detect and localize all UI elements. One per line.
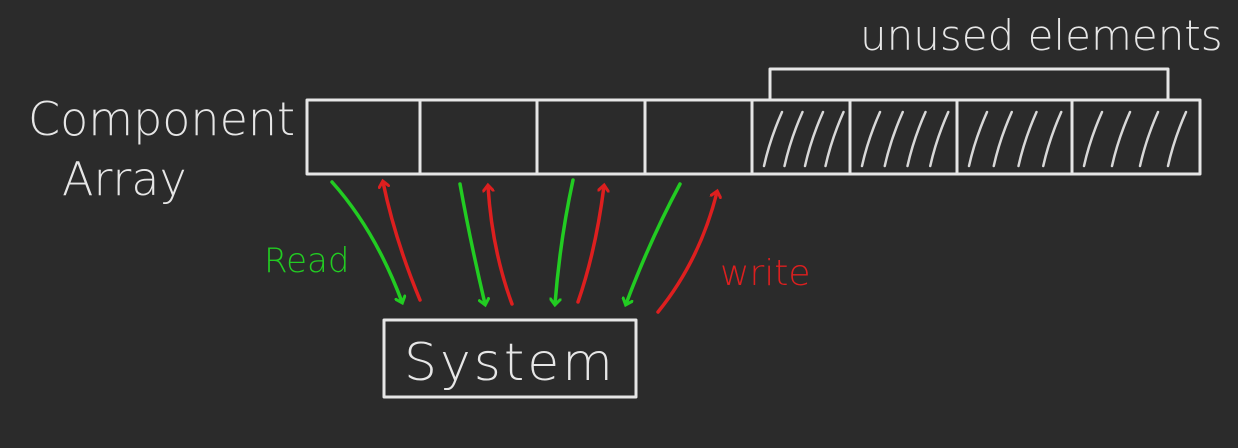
read-arrow-3 xyxy=(555,178,575,304)
hatch-stroke xyxy=(762,110,784,168)
unused-bracket xyxy=(768,67,1170,102)
hatch-stroke xyxy=(906,110,927,168)
write-arrow-3 xyxy=(576,186,604,304)
write-arrow-1 xyxy=(383,182,422,302)
hatch-stroke xyxy=(992,110,1013,168)
write-arrow-2 xyxy=(488,186,514,306)
hatch-stroke xyxy=(1110,110,1132,168)
hatch-stroke xyxy=(783,110,804,168)
system-box xyxy=(382,318,638,399)
hatch-stroke xyxy=(824,110,845,168)
hatch-stroke xyxy=(1017,110,1038,168)
hatch-stroke xyxy=(860,110,882,168)
hatch-stroke xyxy=(967,110,989,168)
read-arrow-4 xyxy=(626,182,682,304)
hatch-stroke xyxy=(929,110,950,168)
write-label: write xyxy=(720,253,811,294)
cell-dividers xyxy=(418,98,1074,176)
hatch-stroke xyxy=(1138,110,1160,168)
hatch-stroke xyxy=(1166,110,1188,168)
read-arrow-2 xyxy=(458,182,485,304)
write-arrow-4 xyxy=(656,192,717,314)
read-arrow-1 xyxy=(330,180,402,302)
system-label: System xyxy=(404,333,616,393)
read-label: Read xyxy=(264,241,349,281)
hatch-stroke xyxy=(883,110,904,168)
hatch-stroke xyxy=(803,110,825,168)
unused-hatching xyxy=(762,110,1188,168)
unused-elements-label: unused elements xyxy=(860,11,1223,60)
array-label-line1: Component xyxy=(28,92,295,146)
hatch-stroke xyxy=(1042,110,1063,168)
array-label-line2: Array xyxy=(62,152,187,206)
hatch-stroke xyxy=(1082,110,1104,168)
